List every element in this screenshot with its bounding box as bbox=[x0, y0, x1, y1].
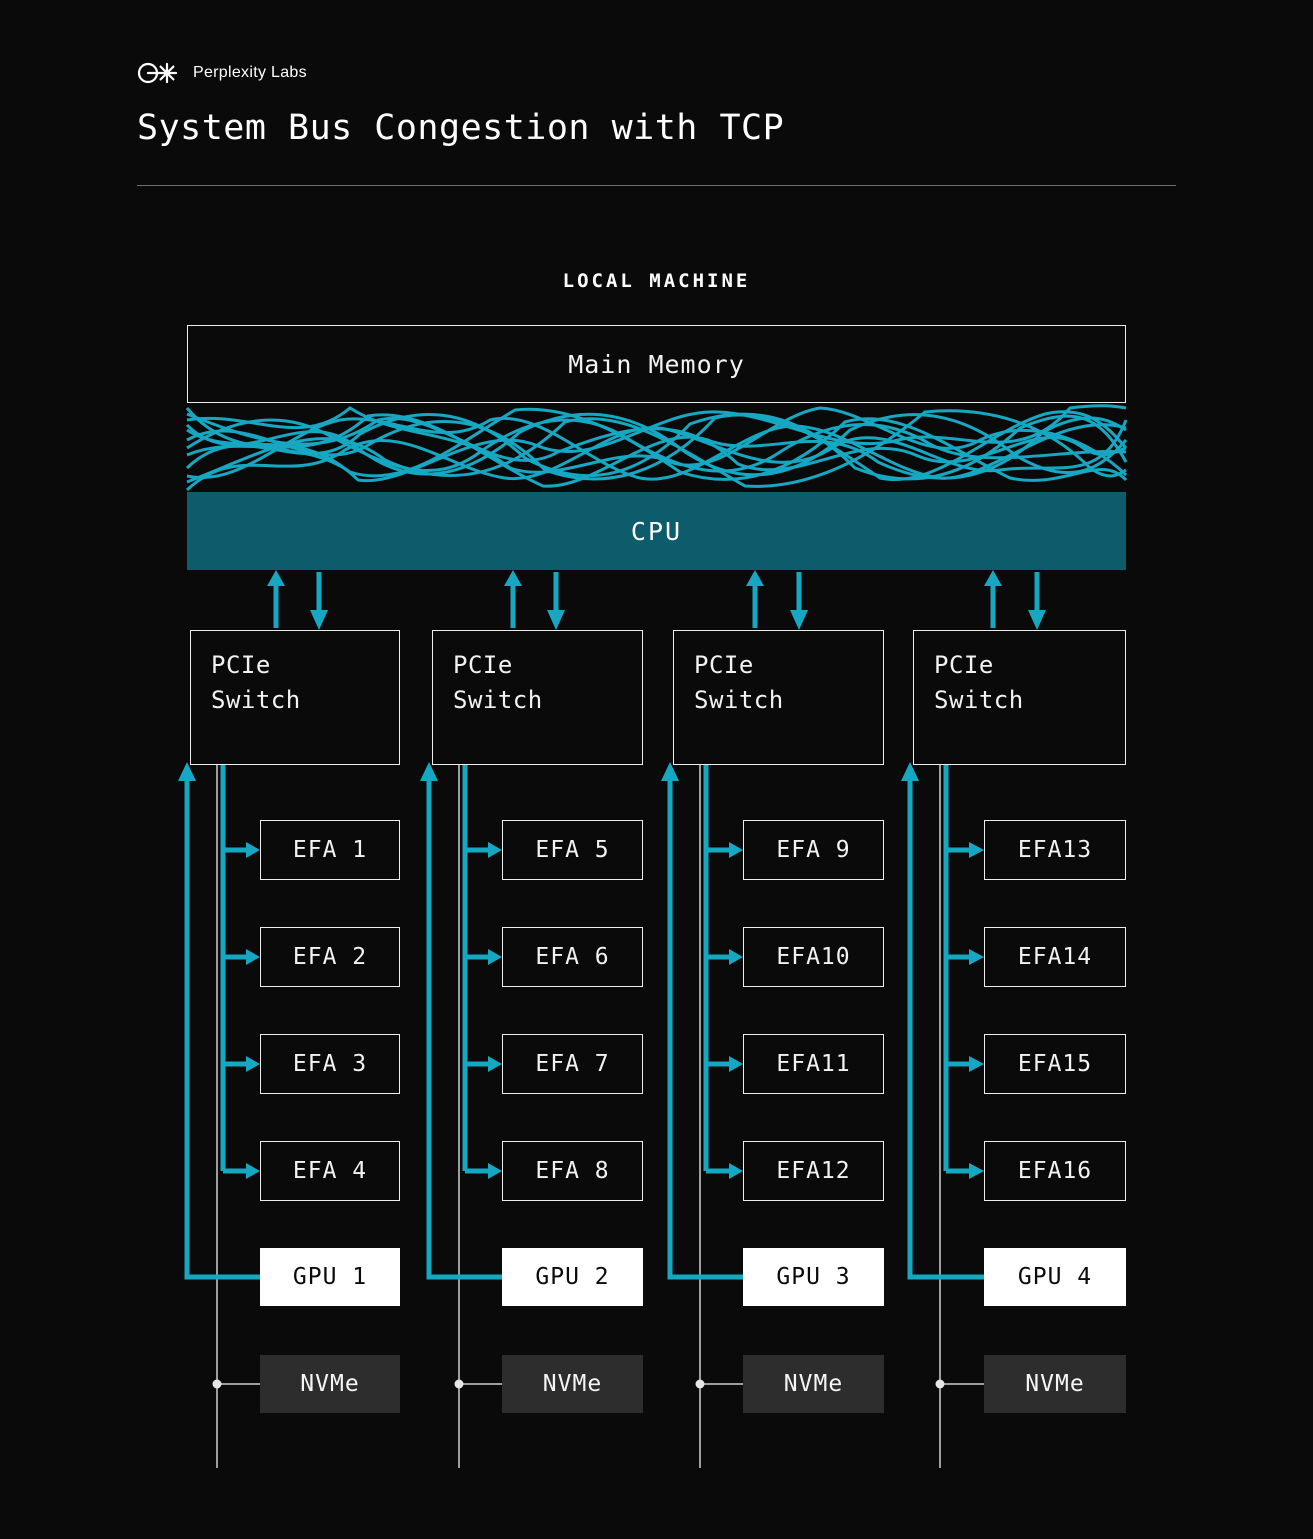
nvme-box: NVMe bbox=[502, 1355, 643, 1413]
bus-congestion-waves bbox=[185, 404, 1128, 492]
efa-label: EFA13 bbox=[1017, 837, 1093, 863]
pcie-switch-label: PCIe Switch bbox=[934, 651, 1024, 714]
column-4-links bbox=[901, 762, 984, 1468]
title-divider bbox=[137, 185, 1176, 186]
pcie-switch-box-4: PCIe Switch bbox=[913, 630, 1126, 765]
gpu-label: GPU 2 bbox=[535, 1264, 610, 1290]
main-memory-label: Main Memory bbox=[568, 349, 745, 379]
main-memory-box: Main Memory bbox=[187, 325, 1126, 403]
efa-label: EFA 1 bbox=[292, 837, 368, 863]
pcie-switch-label: PCIe Switch bbox=[694, 651, 784, 714]
efa-label: EFA10 bbox=[776, 944, 851, 970]
nvme-label: NVMe bbox=[542, 1371, 603, 1397]
perplexity-logo-icon bbox=[137, 62, 178, 84]
efa-box: EFA10 bbox=[743, 927, 884, 987]
column-2-links bbox=[420, 762, 502, 1468]
efa-box: EFA 9 bbox=[743, 820, 884, 880]
pcie-switch-label: PCIe Switch bbox=[453, 651, 543, 714]
efa-box: EFA15 bbox=[984, 1034, 1126, 1094]
brand: Perplexity Labs bbox=[137, 58, 307, 88]
nvme-box: NVMe bbox=[984, 1355, 1126, 1413]
efa-box: EFA 2 bbox=[260, 927, 400, 987]
efa-box: EFA 1 bbox=[260, 820, 400, 880]
efa-label: EFA 6 bbox=[535, 944, 610, 970]
nvme-box: NVMe bbox=[743, 1355, 884, 1413]
efa-label: EFA 7 bbox=[535, 1051, 610, 1077]
pcie-switch-box-2: PCIe Switch bbox=[432, 630, 643, 765]
efa-label: EFA11 bbox=[776, 1051, 851, 1077]
efa-box: EFA 3 bbox=[260, 1034, 400, 1094]
efa-label: EFA16 bbox=[1017, 1158, 1093, 1184]
gpu-box: GPU 4 bbox=[984, 1248, 1126, 1306]
efa-label: EFA 2 bbox=[292, 944, 368, 970]
efa-box: EFA16 bbox=[984, 1141, 1126, 1201]
nvme-label: NVMe bbox=[300, 1371, 360, 1397]
gpu-box: GPU 2 bbox=[502, 1248, 643, 1306]
efa-box: EFA 8 bbox=[502, 1141, 643, 1201]
efa-box: EFA 5 bbox=[502, 820, 643, 880]
efa-box: EFA11 bbox=[743, 1034, 884, 1094]
efa-box: EFA12 bbox=[743, 1141, 884, 1201]
nvme-label: NVMe bbox=[783, 1371, 844, 1397]
efa-box: EFA13 bbox=[984, 820, 1126, 880]
nvme-label: NVMe bbox=[1025, 1371, 1085, 1397]
efa-label: EFA 8 bbox=[535, 1158, 610, 1184]
pcie-switch-box-1: PCIe Switch bbox=[190, 630, 400, 765]
gpu-label: GPU 3 bbox=[776, 1264, 851, 1290]
efa-box: EFA 4 bbox=[260, 1141, 400, 1201]
efa-label: EFA 9 bbox=[776, 837, 851, 863]
efa-box: EFA14 bbox=[984, 927, 1126, 987]
efa-label: EFA 5 bbox=[535, 837, 610, 863]
efa-label: EFA14 bbox=[1017, 944, 1093, 970]
page-title: System Bus Congestion with TCP bbox=[137, 108, 785, 148]
pcie-switch-label: PCIe Switch bbox=[211, 651, 301, 714]
nvme-box: NVMe bbox=[260, 1355, 400, 1413]
efa-label: EFA15 bbox=[1017, 1051, 1093, 1077]
cpu-label: CPU bbox=[630, 516, 683, 546]
efa-label: EFA 3 bbox=[292, 1051, 368, 1077]
pcie-switch-box-3: PCIe Switch bbox=[673, 630, 884, 765]
brand-name: Perplexity Labs bbox=[193, 64, 307, 81]
column-1-links bbox=[178, 762, 260, 1468]
local-machine-label: LOCAL MACHINE bbox=[562, 270, 751, 292]
gpu-box: GPU 3 bbox=[743, 1248, 884, 1306]
column-3-links bbox=[661, 762, 743, 1468]
efa-label: EFA12 bbox=[776, 1158, 851, 1184]
cpu-switch-arrows bbox=[267, 570, 1046, 630]
efa-box: EFA 7 bbox=[502, 1034, 643, 1094]
cpu-box: CPU bbox=[187, 492, 1126, 570]
gpu-label: GPU 4 bbox=[1017, 1264, 1093, 1290]
gpu-box: GPU 1 bbox=[260, 1248, 400, 1306]
gpu-label: GPU 1 bbox=[292, 1264, 368, 1290]
efa-box: EFA 6 bbox=[502, 927, 643, 987]
efa-label: EFA 4 bbox=[292, 1158, 368, 1184]
